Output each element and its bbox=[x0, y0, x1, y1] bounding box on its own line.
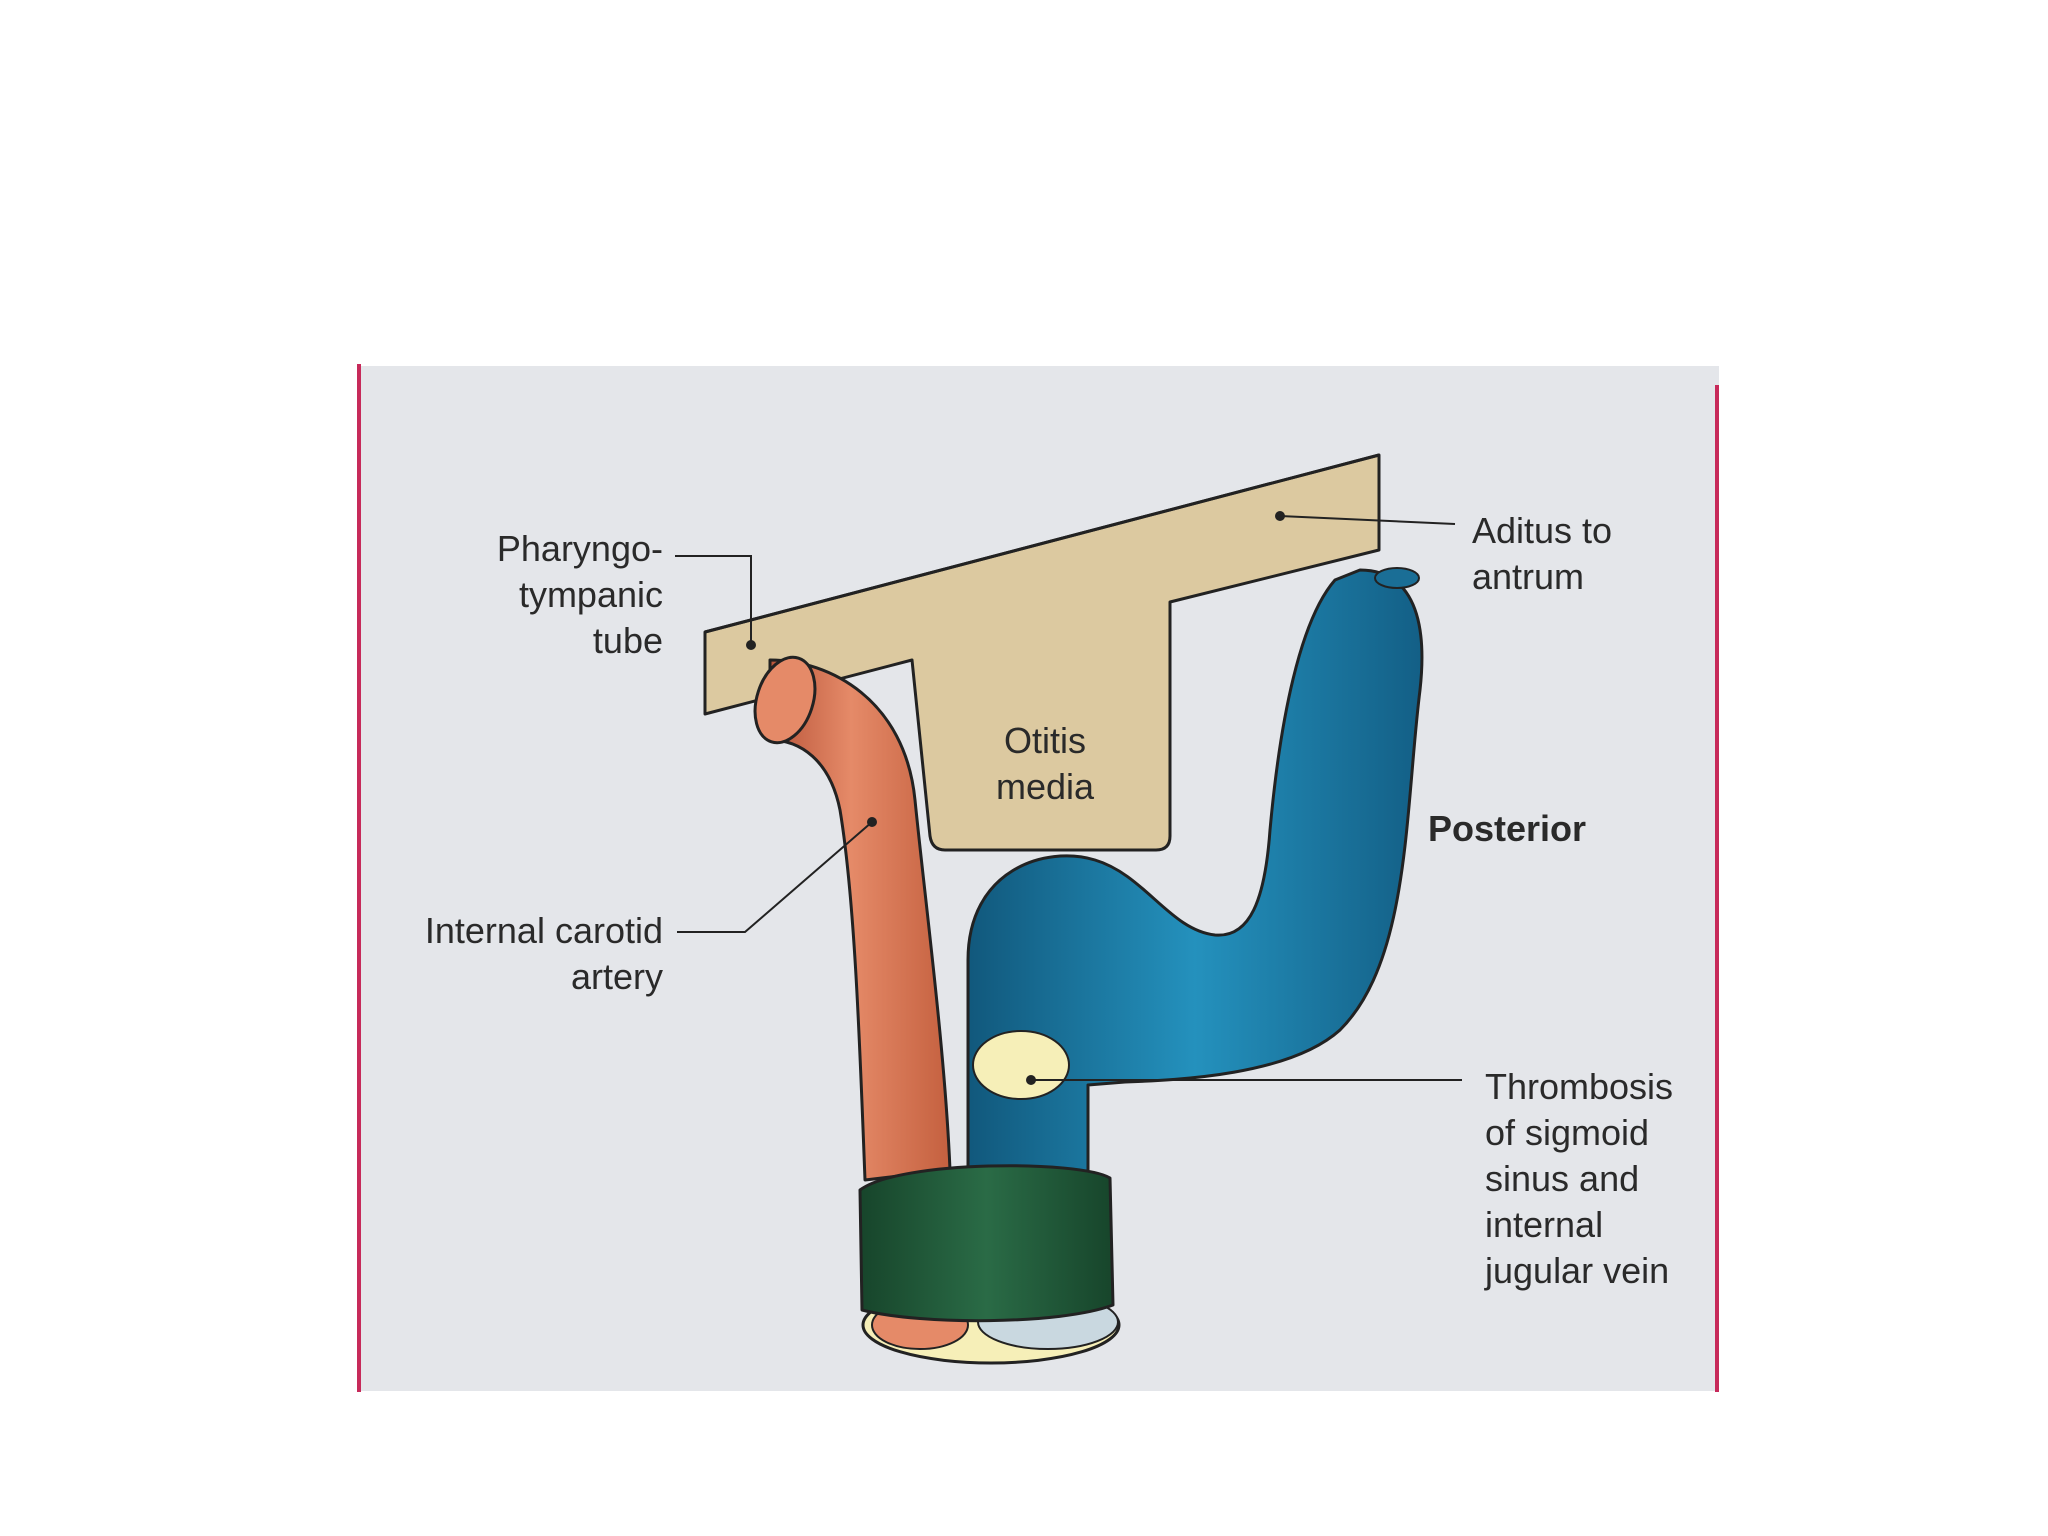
label-line: Pharyngo- bbox=[496, 528, 663, 569]
label-line: antrum bbox=[1472, 556, 1585, 597]
leader-carotid bbox=[677, 821, 873, 933]
label-line: Otitis bbox=[1003, 720, 1086, 761]
label-line: Thrombosis bbox=[1485, 1066, 1674, 1107]
label-aditus-to-antrum: Aditus to antrum bbox=[1472, 508, 1612, 600]
carotid-sheath-band bbox=[858, 1164, 1115, 1323]
internal-carotid-artery bbox=[768, 658, 952, 1182]
middle-ear-cavity-shape bbox=[703, 453, 1381, 852]
leader-aditus bbox=[1279, 515, 1456, 525]
label-pharyngotympanic-tube: Pharyngo- tympanic tube bbox=[497, 526, 663, 664]
artery-cut-end bbox=[753, 655, 817, 745]
vein-top-opening bbox=[1374, 567, 1420, 589]
label-line: artery bbox=[570, 956, 663, 997]
label-otitis-media: Otitis media bbox=[980, 718, 1110, 810]
thrombus bbox=[972, 1030, 1070, 1100]
label-line: internal bbox=[1485, 1204, 1604, 1245]
label-line: Internal carotid bbox=[424, 910, 663, 951]
label-line: media bbox=[995, 766, 1095, 807]
label-line: of sigmoid bbox=[1485, 1112, 1650, 1153]
label-internal-carotid-artery: Internal carotid artery bbox=[425, 908, 663, 1000]
label-thrombosis: Thrombosis of sigmoid sinus and internal… bbox=[1485, 1064, 1673, 1294]
leader-pharyngotympanic bbox=[675, 555, 752, 645]
label-line: sinus and bbox=[1485, 1158, 1640, 1199]
label-line: Posterior bbox=[1428, 808, 1587, 849]
label-line: tube bbox=[592, 620, 663, 661]
sigmoid-sinus-vein bbox=[966, 568, 1424, 1202]
label-line: jugular vein bbox=[1485, 1250, 1670, 1291]
label-line: tympanic bbox=[518, 574, 663, 615]
label-line: Aditus to bbox=[1472, 510, 1613, 551]
label-posterior: Posterior bbox=[1428, 806, 1586, 852]
